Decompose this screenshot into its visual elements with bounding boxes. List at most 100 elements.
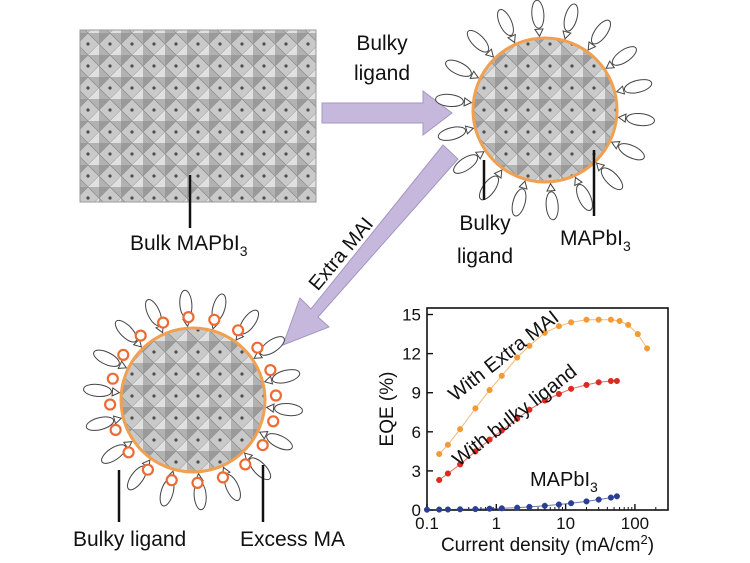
data-point bbox=[444, 506, 451, 513]
x-tick-label: 1 bbox=[492, 514, 501, 533]
data-point bbox=[634, 331, 641, 338]
ligand-icon bbox=[263, 369, 301, 385]
ligand-icon bbox=[83, 383, 121, 398]
excess-ma-ring bbox=[216, 471, 229, 484]
data-point bbox=[498, 427, 505, 434]
data-point bbox=[457, 461, 464, 468]
data-point bbox=[607, 377, 614, 385]
bulk-mapbi3-label: Bulk MAPbI3 bbox=[130, 232, 248, 259]
data-point bbox=[457, 506, 464, 513]
data-point bbox=[526, 342, 533, 349]
data-point bbox=[457, 426, 464, 433]
ligand-icon bbox=[466, 29, 495, 58]
data-point bbox=[555, 323, 562, 330]
data-point bbox=[541, 329, 548, 336]
excess-ma-ring bbox=[267, 415, 280, 428]
ligand-icon bbox=[587, 19, 612, 51]
x-tick-label: 0.1 bbox=[415, 514, 439, 533]
ligand-icon bbox=[545, 182, 559, 221]
ligand-shell bbox=[435, 0, 655, 221]
data-point bbox=[486, 505, 493, 512]
excess-ma-label: Excess MA bbox=[240, 528, 345, 551]
data-point bbox=[423, 506, 431, 513]
ligand-icon bbox=[243, 452, 272, 481]
data-point bbox=[607, 316, 614, 323]
y-tick-label: 9 bbox=[412, 384, 421, 403]
ligand-icon bbox=[445, 59, 480, 79]
data-point bbox=[498, 372, 505, 379]
excess-ma-ring bbox=[191, 476, 204, 489]
ligand-icon bbox=[617, 112, 655, 127]
data-point bbox=[514, 354, 521, 361]
mapbi3-right-label: MAPbI3 bbox=[560, 227, 631, 254]
excess-ma-ring bbox=[232, 324, 245, 337]
excess-ma-ring bbox=[269, 389, 282, 402]
extra-mai-arrow bbox=[282, 144, 459, 346]
excess-ma-rings bbox=[103, 311, 282, 489]
ligand-icon bbox=[605, 46, 637, 69]
ligand-icon bbox=[595, 162, 624, 191]
bulky-ligand-right-label-1: Bulky bbox=[459, 212, 511, 235]
data-point bbox=[526, 503, 533, 510]
excess-ma-ring bbox=[165, 474, 178, 487]
excess-ma-ring bbox=[141, 463, 154, 476]
y-tick-label: 12 bbox=[402, 345, 421, 364]
excess-ma-ring bbox=[264, 364, 277, 377]
ligand-icon bbox=[497, 8, 516, 44]
x-tick-label: 10 bbox=[556, 514, 575, 533]
data-point bbox=[541, 502, 548, 509]
data-point bbox=[555, 390, 562, 398]
data-point bbox=[472, 506, 479, 513]
data-point bbox=[607, 494, 614, 501]
data-point bbox=[514, 415, 521, 422]
excess-ma-ring bbox=[106, 372, 119, 385]
ligand-icon bbox=[222, 466, 241, 502]
ligand-icon bbox=[531, 0, 545, 38]
ligand-icon bbox=[453, 151, 485, 174]
ligand-icon bbox=[574, 176, 593, 212]
y-tick-label: 6 bbox=[412, 423, 421, 442]
ligand-icon bbox=[615, 79, 653, 95]
x-tick-label: 100 bbox=[621, 514, 649, 533]
excess-ma-ring bbox=[109, 423, 122, 436]
excess-ma-ring bbox=[122, 446, 135, 459]
excess-ma-ring bbox=[208, 313, 221, 326]
excess-ma-ring bbox=[239, 458, 252, 471]
data-point bbox=[613, 493, 620, 500]
bulky-ligand-arrow-label-1: Bulky bbox=[356, 32, 408, 55]
data-point bbox=[616, 317, 623, 325]
excess-ma-ring bbox=[157, 316, 170, 329]
excess-ma-ring bbox=[182, 311, 195, 324]
ligand-icon bbox=[437, 125, 475, 141]
bulky-ligand-bottom-label: Bulky ligand bbox=[73, 528, 186, 551]
data-point bbox=[595, 316, 602, 323]
data-point bbox=[472, 448, 479, 455]
y-tick-label: 15 bbox=[402, 306, 421, 325]
bulky-ligand-arrow bbox=[321, 89, 453, 137]
data-point bbox=[526, 406, 533, 413]
excess-ma-ring bbox=[256, 439, 269, 452]
data-point bbox=[595, 496, 602, 503]
data-point bbox=[595, 379, 602, 386]
data-point bbox=[613, 377, 620, 385]
bulk-crystal bbox=[79, 29, 317, 203]
data-point bbox=[472, 405, 479, 412]
data-point bbox=[583, 498, 590, 505]
series-line bbox=[426, 495, 618, 511]
data-point bbox=[568, 319, 575, 326]
chart-frame bbox=[426, 307, 669, 511]
excess-ma-nanoparticle bbox=[83, 289, 303, 511]
ligand-nanoparticle bbox=[435, 0, 655, 221]
data-point bbox=[498, 505, 505, 512]
data-point bbox=[514, 504, 521, 511]
ligand-icon bbox=[253, 336, 285, 359]
x-axis-label: Current density (mA/cm2) bbox=[441, 532, 654, 556]
bulky-ligand-right-label-2: ligand bbox=[457, 245, 513, 268]
data-point bbox=[541, 397, 548, 404]
excess-ma-ring bbox=[117, 348, 130, 361]
data-point bbox=[583, 381, 590, 388]
ligand-icon bbox=[478, 169, 503, 201]
data-point bbox=[583, 316, 590, 323]
